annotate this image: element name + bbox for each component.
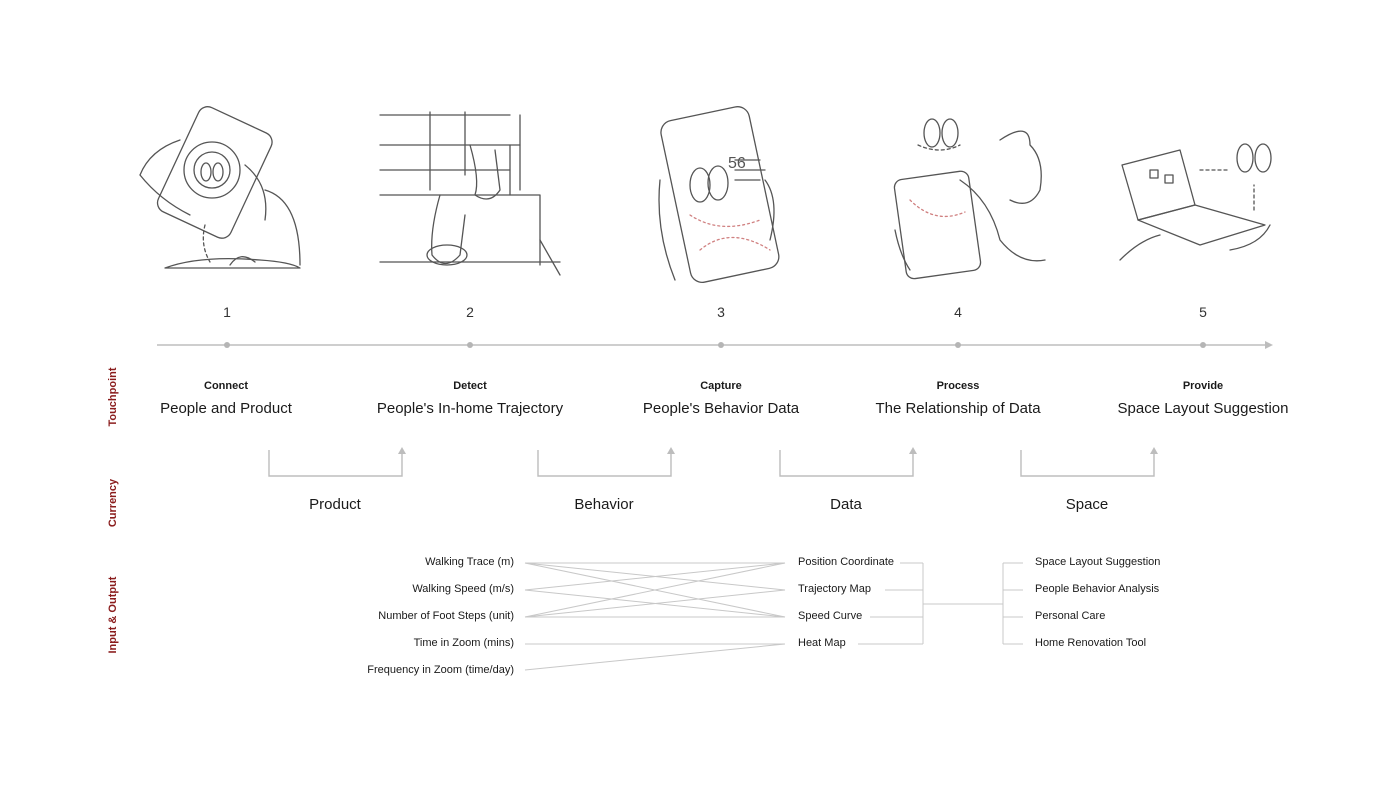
touchpoint-phrase: The Relationship of Data	[875, 400, 1041, 417]
middle-item: Heat Map	[798, 637, 846, 649]
input-item: Walking Trace (m)	[425, 556, 514, 568]
svg-text:56: 56	[728, 155, 746, 172]
laptop-layout-illustration	[1119, 143, 1272, 261]
hand-phone-slipper-illustration	[139, 106, 301, 269]
step-number: 3	[717, 304, 725, 320]
timeline-dot	[224, 342, 230, 348]
touchpoint-phrase: People's In-home Trajectory	[376, 400, 564, 417]
middle-item: Position Coordinate	[798, 556, 895, 568]
timeline-dot	[955, 342, 961, 348]
timeline-dot	[467, 342, 473, 348]
currency-bracket	[537, 450, 672, 477]
output-item: Home Renovation Tool	[1035, 637, 1147, 649]
touchpoint-verb: Process	[936, 380, 980, 392]
input-item: Time in Zoom (mins)	[413, 637, 514, 649]
input-item: Walking Speed (m/s)	[412, 583, 514, 595]
input-connections	[524, 562, 786, 671]
step-number: 2	[466, 304, 474, 320]
step-number: 5	[1199, 304, 1207, 320]
row-label-input-output: Input & Output	[107, 576, 119, 654]
currency-label: Data	[830, 496, 862, 513]
timeline-dot	[1200, 342, 1206, 348]
step-number: 4	[954, 304, 962, 320]
output-item: Personal Care	[1035, 610, 1106, 622]
touchpoint-verb: Provide	[1182, 380, 1224, 392]
currency-bracket	[1020, 450, 1155, 477]
touchpoint-verb: Connect	[204, 380, 248, 392]
timeline-arrowhead	[1265, 341, 1273, 349]
middle-item: Trajectory Map	[798, 583, 871, 595]
touchpoint-phrase: Space Layout Suggestion	[1117, 400, 1289, 417]
currency-label: Space	[1065, 496, 1109, 513]
middle-item: Speed Curve	[798, 610, 863, 622]
phone-app-illustration: 56	[658, 106, 780, 283]
touchpoint-verb: Detect	[453, 380, 487, 392]
currency-label: Behavior	[574, 496, 634, 513]
input-item: Frequency in Zoom (time/day)	[367, 664, 514, 676]
output-item: People Behavior Analysis	[1035, 583, 1160, 595]
currency-bracket	[779, 450, 914, 477]
timeline-dot	[718, 342, 724, 348]
stairs-slipper-illustration	[379, 111, 561, 276]
touchpoint-phrase: People and Product	[160, 400, 292, 417]
touchpoint-phrase: People's Behavior Data	[642, 400, 800, 417]
currency-label: Product	[309, 496, 361, 513]
tablet-process-illustration	[893, 118, 1046, 280]
touchpoint-verb: Capture	[700, 380, 742, 392]
step-number: 1	[223, 304, 231, 320]
row-label-touchpoint: Touchpoint	[107, 367, 119, 427]
output-bracket	[858, 562, 1023, 645]
input-item: Number of Foot Steps (unit)	[378, 610, 514, 622]
currency-bracket	[268, 450, 403, 477]
output-item: Space Layout Suggestion	[1035, 556, 1161, 568]
row-label-currency: Currency	[107, 478, 119, 528]
